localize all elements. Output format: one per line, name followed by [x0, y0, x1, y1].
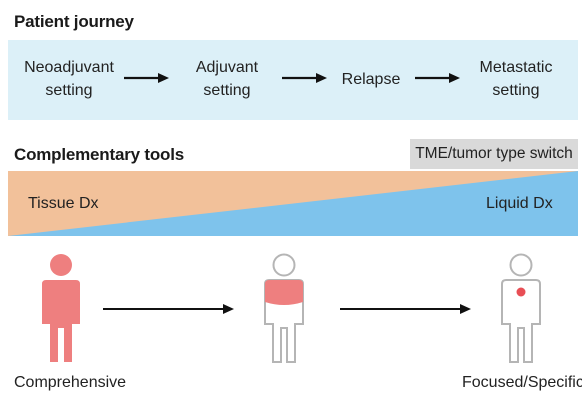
person-fully-affected-icon — [42, 254, 80, 362]
step-line: Neoadjuvant — [24, 59, 114, 76]
liquid-dx-label: Liquid Dx — [486, 195, 553, 212]
tme-switch-tag: TME/tumor type switch — [410, 139, 578, 169]
journey-arrow-2 — [282, 73, 327, 83]
journey-arrow-3 — [415, 73, 460, 83]
journey-step-metastatic: Metastatic setting — [464, 56, 568, 102]
comprehensive-label: Comprehensive — [14, 374, 127, 391]
person-spot-affected-icon — [501, 253, 541, 363]
flow-arrow-1 — [103, 304, 234, 314]
patient-journey-heading: Patient journey — [14, 12, 134, 31]
complementary-tools-heading: Complementary tools — [14, 145, 185, 164]
journey-step-relapse: Relapse — [333, 68, 409, 91]
flow-arrow-2 — [340, 304, 471, 314]
tissue-dx-label: Tissue Dx — [28, 195, 99, 212]
step-line: setting — [45, 82, 93, 99]
step-line: Relapse — [341, 71, 401, 88]
step-line: Metastatic — [479, 59, 553, 76]
step-line: Adjuvant — [195, 59, 259, 76]
journey-step-neoadjuvant: Neoadjuvant setting — [14, 56, 124, 102]
journey-step-adjuvant: Adjuvant setting — [175, 56, 279, 102]
step-line: setting — [492, 82, 540, 99]
journey-arrow-1 — [124, 73, 169, 83]
person-torso-affected-icon — [264, 253, 304, 363]
journey-band — [8, 40, 578, 120]
dx-gradient-band — [8, 171, 578, 236]
tissue-dx-region — [8, 171, 578, 236]
step-line: setting — [203, 82, 251, 99]
focused-specific-label: Focused/Specific — [462, 374, 582, 391]
